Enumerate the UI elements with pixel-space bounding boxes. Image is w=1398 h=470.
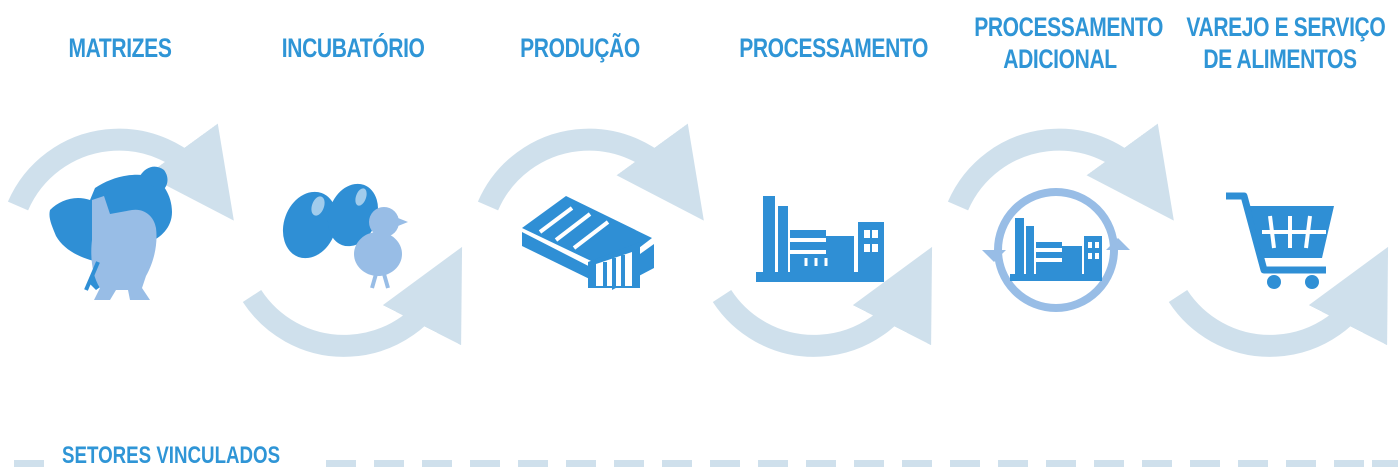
poultry-house-icon — [522, 196, 654, 290]
stage-title-incubatorio: INCUBATÓRIO — [281, 32, 425, 64]
poultry-breeders-icon — [49, 166, 172, 300]
stage-title-line1: INCUBATÓRIO — [281, 33, 425, 63]
cycle-arrow-lower — [1168, 246, 1389, 357]
linked-sectors-label: SETORES VINCULADOS — [62, 442, 281, 469]
stage-title-processamento: PROCESSAMENTO — [739, 32, 928, 64]
shopping-cart-icon — [1226, 192, 1334, 289]
cycle-arrow-upper — [477, 123, 704, 221]
stage-title-matrizes: MATRIZES — [58, 32, 183, 64]
cycle-arrow-upper — [947, 123, 1174, 221]
stage-title-line1: MATRIZES — [68, 33, 172, 63]
stage-title-producao: PRODUÇÃO — [518, 32, 643, 64]
stage-title-line1: PROCESSAMENTO — [974, 12, 1163, 42]
factory-icon — [756, 196, 884, 282]
cycle-arrow-upper — [7, 123, 234, 221]
linked-sectors-dashes — [14, 460, 1398, 467]
stage-title-line1: PROCESSAMENTO — [739, 33, 928, 63]
stage-title-line1: VAREJO E SERVIÇO — [1186, 12, 1386, 42]
stage-title-varejo: VAREJO E SERVIÇO DE ALIMENTOS — [1186, 11, 1386, 75]
stage-title-line2: ADICIONAL — [1003, 44, 1117, 74]
cycle-arrow-lower — [712, 246, 933, 357]
stage-title-line2: DE ALIMENTOS — [1203, 44, 1357, 74]
stage-title-line1: PRODUÇÃO — [520, 33, 640, 63]
eggs-chick-icon — [282, 183, 408, 289]
factory-recycle-icon — [982, 188, 1130, 312]
cycle-arrow-lower — [242, 246, 463, 357]
stage-title-processamento-adicional: PROCESSAMENTO ADICIONAL — [974, 11, 1163, 75]
